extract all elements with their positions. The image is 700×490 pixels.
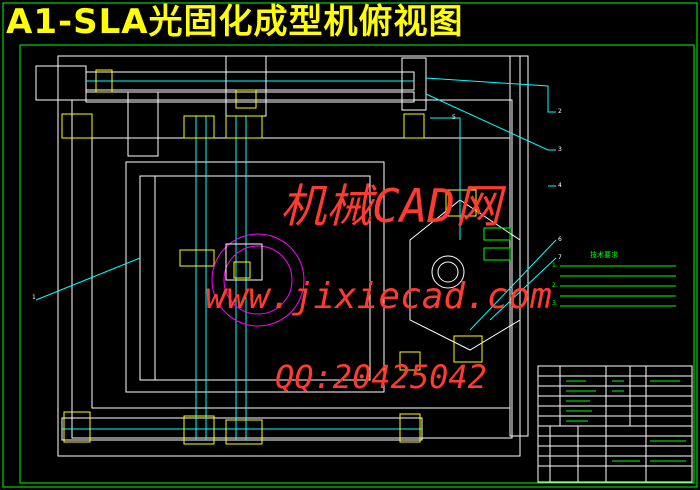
callout-4: 4 xyxy=(558,182,562,189)
technical-note-2: 2. xyxy=(552,282,558,289)
watermark-url: www.jixiecad.com xyxy=(205,276,552,317)
drawing-title: A1-SLA光固化成型机俯视图 xyxy=(6,2,464,42)
watermark-site-name: 机械CAD网 xyxy=(280,179,502,233)
watermark-qq: QQ:20425042 xyxy=(275,358,487,396)
technical-notes-heading: 技术要求 xyxy=(590,251,618,259)
callout-7: 7 xyxy=(558,254,562,261)
bottom-rail-assembly xyxy=(61,417,423,441)
technical-notes-lines xyxy=(560,265,676,307)
callout-2: 2 xyxy=(558,108,562,115)
carriage xyxy=(225,243,263,281)
recoater-circle xyxy=(211,233,305,327)
title-block-entries xyxy=(566,380,686,462)
leader-lines xyxy=(35,77,557,331)
title-block xyxy=(537,365,693,483)
top-rail-assembly xyxy=(35,55,427,157)
callout-5: 5 xyxy=(452,114,456,121)
machine-frame xyxy=(57,55,529,457)
bearing-blocks xyxy=(61,69,425,445)
technical-note-1: 1. xyxy=(552,262,558,269)
sheet-inner-border xyxy=(19,44,695,484)
callout-3: 3 xyxy=(558,146,562,153)
technical-note-3: 3. xyxy=(552,300,558,307)
callout-6: 6 xyxy=(558,236,562,243)
callout-1: 1 xyxy=(32,294,36,301)
